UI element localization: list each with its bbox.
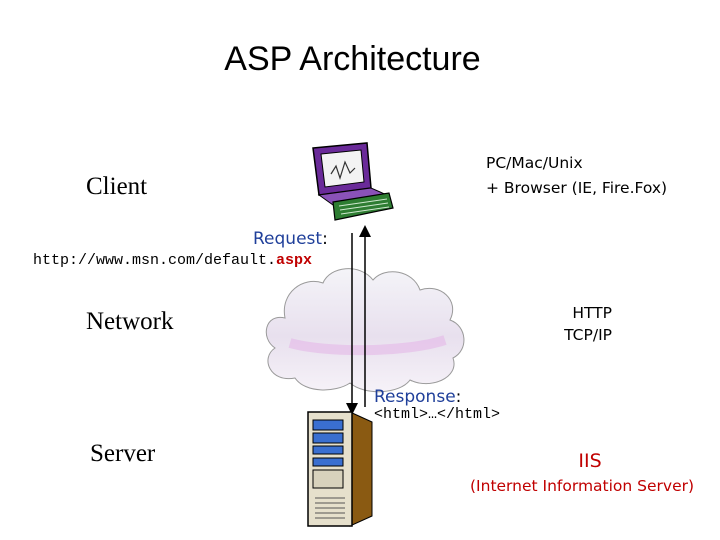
request-arrow (346, 225, 371, 415)
protocol-tcpip: TCP/IP (564, 326, 612, 344)
platform-line-2: + Browser (IE, Fire.Fox) (486, 179, 668, 197)
client-label: Client (86, 173, 148, 200)
request-url: http://www.msn.com/default.aspx (33, 252, 312, 269)
iis-full-name: (Internet Information Server) (470, 477, 695, 495)
network-protocols: HTTP TCP/IP (552, 302, 612, 346)
protocol-http: HTTP (572, 304, 612, 322)
response-colon: : (455, 387, 462, 407)
response-body: <html>…</html> (374, 406, 501, 423)
computer-icon (312, 142, 394, 221)
response-word: Response (374, 387, 456, 407)
platform-line-1: PC/Mac/Unix (486, 154, 583, 172)
client-platform-text: PC/Mac/Unix + Browser (IE, Fire.Fox) (486, 151, 667, 201)
server-label: Server (90, 440, 156, 467)
request-url-prefix: http://www.msn.com/default. (33, 252, 277, 269)
request-url-ext: aspx (276, 252, 313, 269)
request-label: Request: (253, 229, 328, 249)
request-colon: : (322, 229, 328, 249)
response-label: Response: (374, 387, 461, 407)
server-tower-icon (307, 411, 373, 527)
request-word: Request (253, 229, 323, 249)
page-title: ASP Architecture (224, 40, 481, 78)
iis-label: IIS (578, 450, 602, 472)
network-label: Network (86, 308, 174, 335)
